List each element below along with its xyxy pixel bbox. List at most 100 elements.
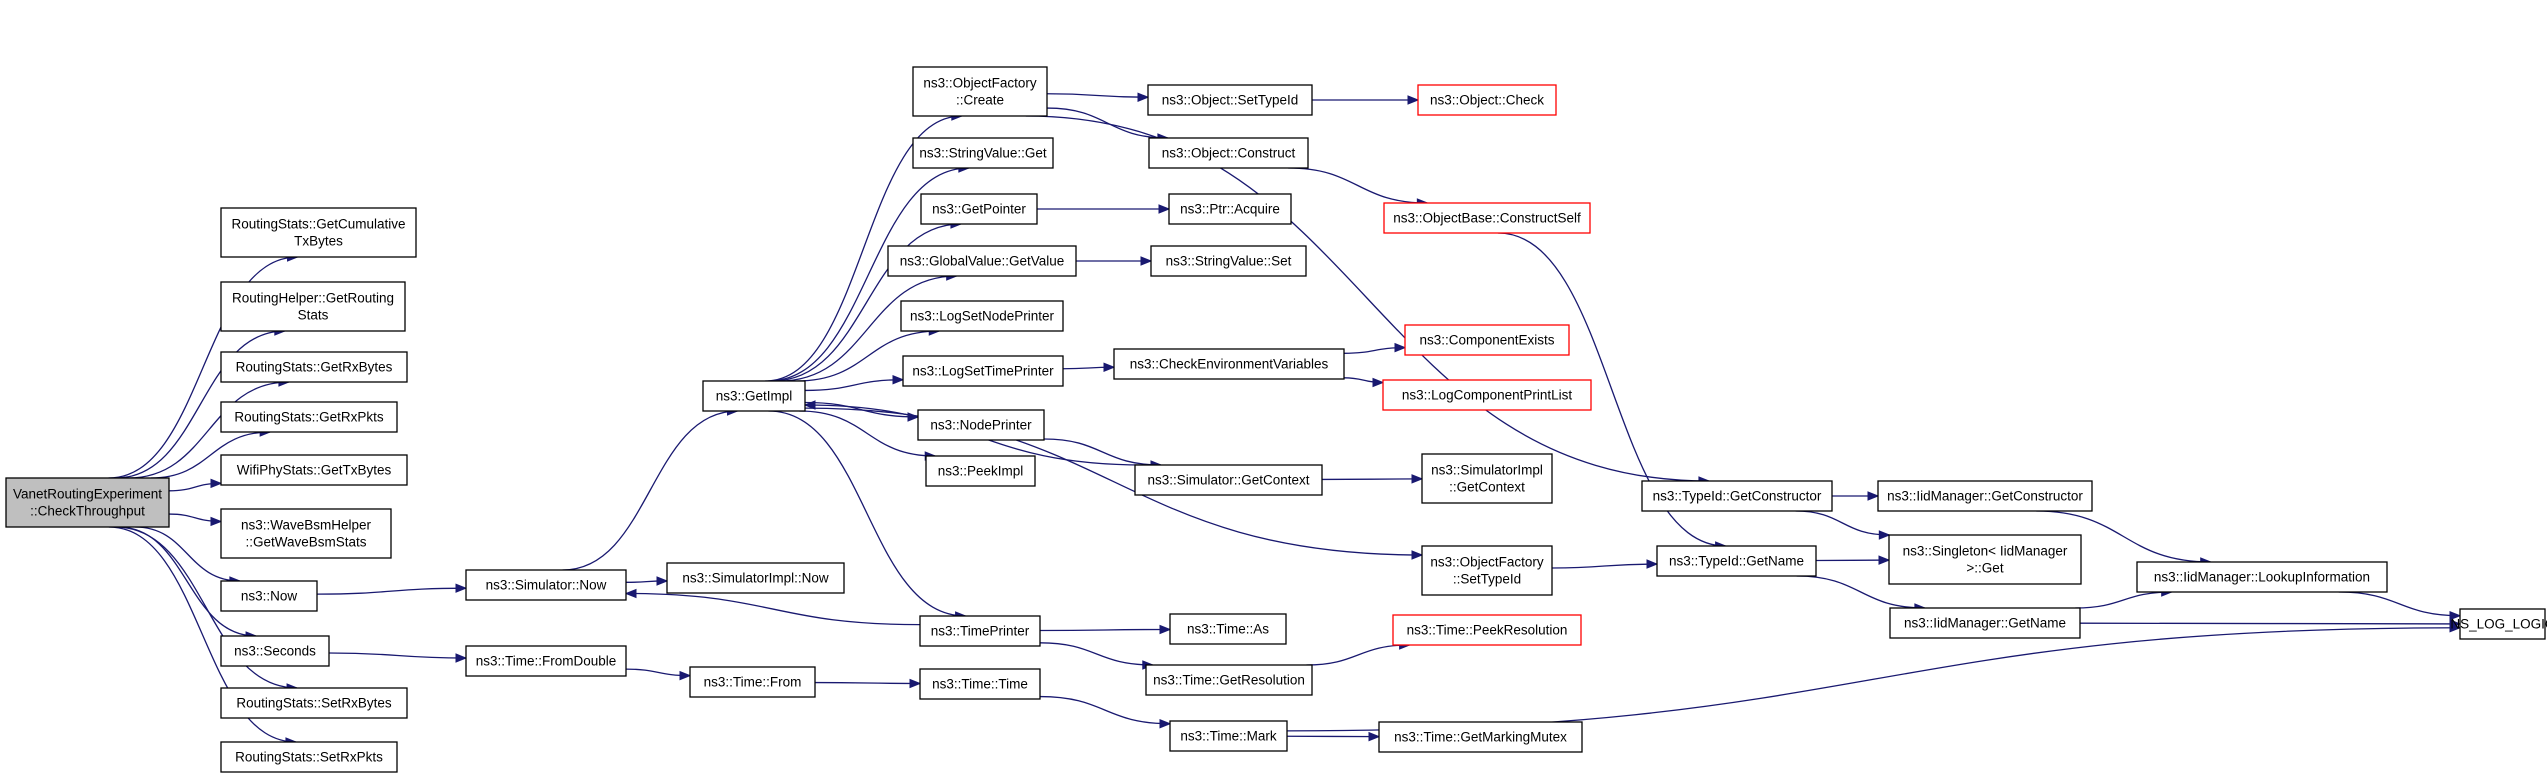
edge-of_settid-to-tid_getname (1551, 563, 1658, 569)
node-timeprinter[interactable]: ns3::TimePrinter (919, 615, 1041, 647)
node-sv_set[interactable]: ns3::StringValue::Set (1150, 245, 1307, 277)
arrowhead-time_fd-to-time_from (679, 670, 692, 681)
node-peekimpl[interactable]: ns3::PeekImpl (925, 455, 1036, 487)
node-box (1147, 84, 1313, 116)
node-lognode[interactable]: ns3::LogSetNodePrinter (900, 300, 1064, 332)
node-wifi_tx[interactable]: WifiPhyStats::GetTxBytes (220, 454, 408, 486)
node-iid_lookup[interactable]: ns3::IidManager::LookupInformation (2136, 561, 2388, 593)
node-time_getres[interactable]: ns3::Time::GetResolution (1145, 664, 1313, 696)
node-label: RoutingStats::SetRxBytes (236, 696, 392, 711)
edge-of_create-to-obj_settid (1046, 93, 1149, 98)
node-box (912, 137, 1054, 169)
node-objbase_cs[interactable]: ns3::ObjectBase::ConstructSelf (1383, 202, 1591, 234)
node-simimpl_now[interactable]: ns3::SimulatorImpl::Now (666, 562, 845, 594)
node-logcomp[interactable]: ns3::LogComponentPrintList (1382, 379, 1592, 411)
node-time_peek[interactable]: ns3::Time::PeekResolution (1392, 614, 1582, 646)
node-obj_construct[interactable]: ns3::Object::Construct (1148, 137, 1309, 169)
node-of_create[interactable]: ns3::ObjectFactory::Create (912, 66, 1048, 117)
node-box (1404, 324, 1570, 356)
node-tid_getname[interactable]: ns3::TypeId::GetName (1656, 545, 1817, 577)
arrowhead-getimpl-to-logtime (892, 374, 905, 385)
node-box (920, 193, 1038, 225)
node-ns_log[interactable]: NS_LOG_LOGIC (2450, 608, 2547, 640)
edge-root-to-now (135, 526, 240, 582)
edge-getimpl-to-logtime (804, 379, 904, 392)
arrowhead-time_time-to-time_mark (1159, 719, 1172, 729)
node-tid_getctor[interactable]: ns3::TypeId::GetConstructor (1641, 480, 1833, 512)
node-time_mutex[interactable]: ns3::Time::GetMarkingMutex (1378, 721, 1583, 753)
node-label: ns3::Now (241, 589, 298, 604)
node-getimpl[interactable]: ns3::GetImpl (702, 380, 806, 412)
node-box (2136, 561, 2388, 593)
node-box (917, 409, 1045, 441)
node-rs_setp[interactable]: RoutingStats::SetRxPkts (220, 741, 398, 773)
node-label: ns3::TypeId::GetName (1669, 554, 1804, 569)
node-iid_getctor[interactable]: ns3::IidManager::GetConstructor (1877, 480, 2093, 512)
node-sim_ctx[interactable]: ns3::Simulator::GetContext (1134, 464, 1323, 496)
node-wave[interactable]: ns3::WaveBsmHelper::GetWaveBsmStats (220, 508, 392, 559)
node-root[interactable]: VanetRoutingExperiment::CheckThroughput (5, 477, 170, 528)
node-box (887, 245, 1077, 277)
node-box (1417, 84, 1557, 116)
arrowhead-getimpl-to-of_settid (1411, 550, 1424, 560)
node-rs_rxb[interactable]: RoutingStats::GetRxBytes (220, 351, 408, 383)
node-checkenv[interactable]: ns3::CheckEnvironmentVariables (1113, 348, 1345, 380)
node-box (220, 401, 398, 433)
node-rs_rxp[interactable]: RoutingStats::GetRxPkts (220, 401, 398, 433)
node-label: ns3::GetPointer (932, 202, 1026, 217)
node-box (220, 281, 406, 332)
arrowhead-time_from-to-time_time (909, 678, 922, 689)
node-simimpl_ctx[interactable]: ns3::SimulatorImpl::GetContext (1421, 453, 1553, 504)
node-nodeprinter[interactable]: ns3::NodePrinter (917, 409, 1045, 441)
node-time_fd[interactable]: ns3::Time::FromDouble (465, 645, 627, 677)
node-time_time[interactable]: ns3::Time::Time (919, 668, 1041, 700)
edge-getimpl-to-peekimpl (799, 410, 936, 457)
node-logtime[interactable]: ns3::LogSetTimePrinter (902, 355, 1064, 387)
node-box (1889, 607, 2081, 639)
node-compexists[interactable]: ns3::ComponentExists (1404, 324, 1570, 356)
node-iid_getname[interactable]: ns3::IidManager::GetName (1889, 607, 2081, 639)
node-obj_check[interactable]: ns3::Object::Check (1417, 84, 1557, 116)
node-singleton[interactable]: ns3::Singleton< IidManager>::Get (1888, 534, 2082, 585)
node-label: >::Get (1966, 561, 2003, 576)
node-getptr[interactable]: ns3::GetPointer (920, 193, 1038, 225)
node-label: ns3::TimePrinter (931, 624, 1030, 639)
node-of_settid[interactable]: ns3::ObjectFactory::SetTypeId (1421, 545, 1553, 596)
nodes-layer: VanetRoutingExperiment::CheckThroughputR… (5, 66, 2547, 773)
node-label: Stats (298, 308, 329, 323)
node-label: ns3::ObjectFactory (923, 76, 1037, 91)
node-obj_settid[interactable]: ns3::Object::SetTypeId (1147, 84, 1313, 116)
node-gv_get[interactable]: ns3::GlobalValue::GetValue (887, 245, 1077, 277)
node-label: ns3::NodePrinter (930, 418, 1032, 433)
node-time_mark[interactable]: ns3::Time::Mark (1169, 720, 1288, 752)
node-label: NS_LOG_LOGIC (2450, 617, 2547, 632)
node-label: ns3::IidManager::GetConstructor (1887, 489, 2083, 504)
arrowhead-root-to-wifi_tx (210, 478, 223, 489)
arrowhead-of_settid-to-tid_getname (1646, 559, 1659, 569)
node-time_as[interactable]: ns3::Time::As (1169, 613, 1287, 645)
node-box (220, 580, 318, 612)
node-label: ns3::SimulatorImpl::Now (682, 571, 829, 586)
arrowhead-iid_lookup-to-ns_log (2449, 610, 2462, 621)
node-rs_setb[interactable]: RoutingStats::SetRxBytes (220, 687, 408, 719)
node-ptr_acq[interactable]: ns3::Ptr::Acquire (1168, 193, 1292, 225)
arrowhead-sim_ctx-to-getimpl (803, 400, 816, 410)
node-time_from[interactable]: ns3::Time::From (689, 666, 816, 698)
node-label: ns3::Object::SetTypeId (1162, 93, 1299, 108)
node-now[interactable]: ns3::Now (220, 580, 318, 612)
node-sv_get[interactable]: ns3::StringValue::Get (912, 137, 1054, 169)
node-label: ::GetContext (1449, 480, 1525, 495)
node-label: ns3::Time::FromDouble (476, 654, 617, 669)
node-label: ns3::Object::Construct (1162, 146, 1296, 161)
arrowhead-logtime-to-checkenv (1103, 362, 1116, 373)
edge-seconds-to-time_fd (328, 652, 467, 659)
node-seconds[interactable]: ns3::Seconds (220, 635, 330, 667)
node-sim_now[interactable]: ns3::Simulator::Now (465, 569, 627, 601)
node-label: ::Create (956, 93, 1004, 108)
node-box (465, 569, 627, 601)
node-label: RoutingStats::GetRxBytes (236, 360, 393, 375)
edge-time_getres-to-time_peek (1306, 644, 1410, 666)
node-box (465, 645, 627, 677)
